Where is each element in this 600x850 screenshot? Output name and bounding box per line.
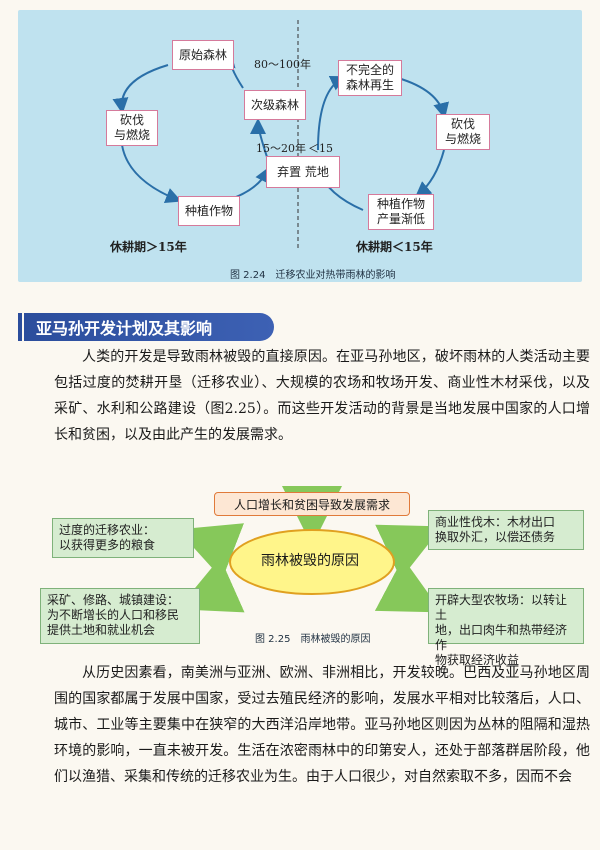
section-marker [18,313,22,341]
label-fallow-left: 休耕期＞15年 [110,240,187,254]
center-ellipse [229,529,395,595]
label-15-20-years: 15～20年 [256,142,306,155]
box-abandon: 弃置 荒地 [266,156,340,188]
label-fallow-right: 休耕期＜15年 [356,240,433,254]
box-shifting-agriculture: 过度的迁移农业： 以获得更多的粮食 [52,518,194,558]
figure-caption-2-24: 图 2.24 迁移农业对热带雨林的影响 [18,262,582,282]
figure-caption-2-25: 图 2.25 雨林被毁的原因 [255,634,371,645]
figure-2-25: 人口增长和贫困导致发展需求 雨林被毁的原因 过度的迁移农业： 以获得更多的粮食 … [30,478,590,667]
center-text: 雨林被毁的原因 [261,553,359,569]
section-title: 亚马孙开发计划及其影响 [24,313,274,341]
paragraph-2: 从历史因素看，南美洲与亚洲、欧洲、非洲相比，开发较晚。巴西及亚马孙地区周围的国家… [54,665,590,785]
box-crops-right: 种植作物 产量渐低 [368,194,434,230]
label-lt15: ＜15 [308,142,333,155]
figure-2-24: 原始森林 次级森林 砍伐 与燃烧 种植作物 弃置 荒地 不完全的 森林再生 砍伐… [18,10,582,282]
box-secondary-forest: 次级森林 [244,90,306,120]
box-cut-burn-right: 砍伐 与燃烧 [436,114,490,150]
box-cut-burn-left: 砍伐 与燃烧 [106,110,158,146]
label-80-100-years: 80～100年 [254,58,311,71]
paragraph-1: 人类的开发是导致雨林被毁的直接原因。在亚马孙地区，破坏雨林的人类活动主要包括过度… [54,349,590,443]
box-population-poverty: 人口增长和贫困导致发展需求 [214,492,410,516]
box-primary-forest: 原始森林 [172,40,234,70]
box-ranching: 开辟大型农牧场：以转让土 地，出口肉牛和热带经济作 物获取经济收益 [428,588,584,667]
box-incomplete-regen: 不完全的 森林再生 [338,60,402,96]
caption-text: 图 2.24 迁移农业对热带雨林的影响 [230,270,396,281]
box-crops-left: 种植作物 [178,196,240,226]
causes-diagram [177,486,443,613]
box-commercial-logging: 商业性伐木：木材出口 换取外汇，以偿还债务 [428,510,584,550]
box-mining-roads: 采矿、修路、城镇建设： 为不断增长的人口和移民 提供土地和就业机会 [40,588,200,644]
